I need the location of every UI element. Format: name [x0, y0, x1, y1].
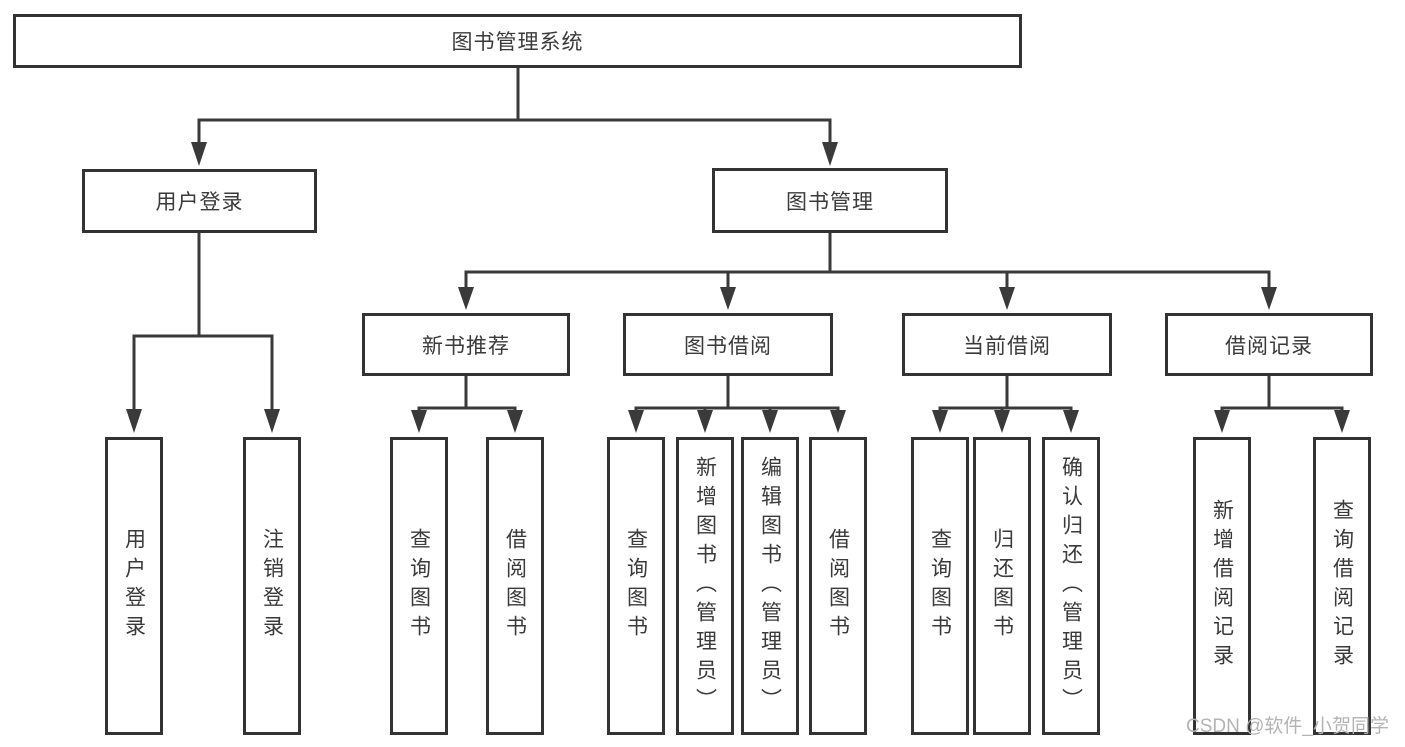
node-user-login: 用户登录	[82, 169, 317, 233]
node-library-management-system: 图书管理系统	[13, 14, 1022, 68]
node-label: 借阅图书	[503, 528, 527, 644]
node-label: 图书借阅	[684, 334, 772, 358]
node-label: 查询图书	[407, 528, 431, 644]
node-book-borrowing: 图书借阅	[623, 313, 833, 376]
csdn-watermark: CSDN @软件_小贺同学	[1186, 716, 1389, 737]
leaf-query-books-borrowing: 查询图书	[607, 437, 665, 735]
leaf-add-books-admin: 新增图书（管理员）	[676, 437, 734, 735]
leaf-add-borrow-record: 新增借阅记录	[1193, 437, 1251, 735]
node-label: 查询图书	[928, 528, 952, 644]
leaf-query-books-current: 查询图书	[911, 437, 969, 735]
node-label: 注销登录	[260, 528, 284, 644]
node-label: 新书推荐	[422, 334, 510, 358]
leaf-borrow-books-recommend: 借阅图书	[486, 437, 544, 735]
node-label: 用户登录	[122, 528, 146, 644]
arrowheads	[126, 142, 1350, 433]
node-label: 编辑图书（管理员）	[758, 455, 782, 717]
leaf-query-borrow-record: 查询借阅记录	[1313, 437, 1371, 735]
leaf-return-books: 归还图书	[973, 437, 1031, 735]
node-label: 图书管理	[786, 190, 874, 214]
node-label: 新增借阅记录	[1210, 499, 1234, 673]
node-label: 图书管理系统	[451, 31, 584, 54]
node-new-book-recommendation: 新书推荐	[362, 313, 570, 376]
leaf-user-login: 用户登录	[105, 437, 163, 735]
node-label: 借阅图书	[826, 528, 850, 644]
node-label: 借阅记录	[1225, 334, 1313, 358]
node-label: 用户登录	[155, 191, 244, 214]
node-label: 确认归还（管理员）	[1059, 455, 1083, 717]
node-label: 当前借阅	[963, 334, 1051, 358]
leaf-borrow-books: 借阅图书	[809, 437, 867, 735]
node-label: 查询图书	[624, 528, 648, 644]
leaf-logout: 注销登录	[243, 437, 301, 735]
node-label: 查询借阅记录	[1330, 499, 1354, 673]
node-borrowing-records: 借阅记录	[1165, 313, 1373, 376]
node-label: 归还图书	[990, 528, 1014, 644]
leaf-query-books-recommend: 查询图书	[390, 437, 448, 735]
node-label: 新增图书（管理员）	[693, 455, 717, 717]
leaf-confirm-return-admin: 确认归还（管理员）	[1042, 437, 1100, 735]
leaf-edit-books-admin: 编辑图书（管理员）	[741, 437, 799, 735]
node-current-borrowing: 当前借阅	[902, 313, 1112, 376]
node-book-management: 图书管理	[712, 168, 948, 233]
